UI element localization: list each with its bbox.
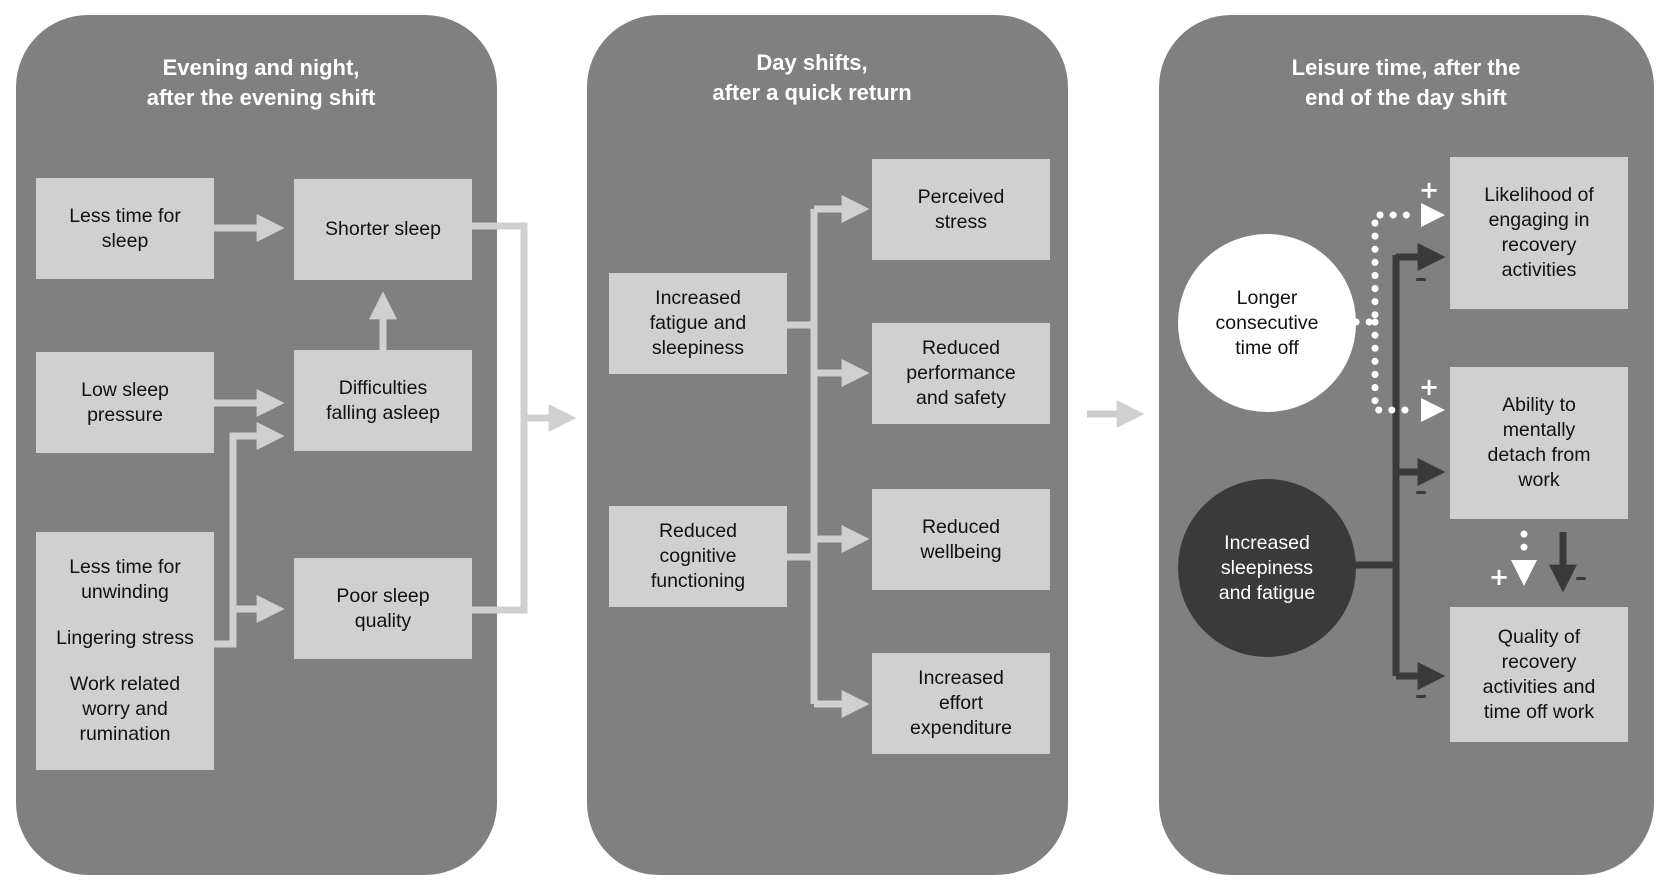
text-less-time-unwinding: Less time for unwinding: [69, 555, 181, 603]
panel-title-leisure: Leisure time, after the end of the day s…: [1291, 55, 1521, 110]
box-increased-effort: Increased effort expenditure: [872, 653, 1050, 754]
connector-shorter-to-out: [472, 222, 528, 614]
minus-sign-detach-quality: –: [1575, 563, 1587, 591]
panel-title-evening: Evening and night, after the evening shi…: [146, 55, 376, 110]
plus-sign-ability: +: [1419, 373, 1440, 401]
box-quality-recovery: Quality of recovery activities and time …: [1450, 607, 1628, 742]
text-lingering-stress: Lingering stress: [56, 626, 194, 649]
circle-longer-time-off: Longer consecutive time off: [1178, 234, 1356, 412]
dotted-arrowhead-ability: [1421, 398, 1445, 422]
panel-title-day-shifts: Day shifts, after a quick return: [712, 50, 912, 105]
box-difficulties-falling-asleep: Difficulties falling asleep: [294, 350, 472, 451]
minus-sign-quality: –: [1415, 681, 1427, 709]
box-perceived-stress: Perceived stress: [872, 159, 1050, 260]
arrow-stress-to-difficulties: [214, 422, 285, 648]
circle-increased-sleepiness: Increased sleepiness and fatigue: [1178, 479, 1356, 657]
dotted-longer-time-to-likelihood: [1352, 211, 1419, 326]
box-stress-factors: Less time for unwinding Lingering stress…: [36, 532, 214, 770]
text-work-worry: Work related worry and rumination: [69, 673, 181, 746]
plus-sign-likelihood: +: [1419, 176, 1440, 204]
box-increased-fatigue: Increased fatigue and sleepiness: [609, 273, 787, 374]
minus-sign-ability: –: [1415, 477, 1427, 505]
box-poor-sleep-quality: Poor sleep quality: [294, 558, 472, 659]
plus-sign-quality: +: [1489, 563, 1510, 591]
dotted-arrowhead-likelihood: [1421, 203, 1445, 227]
box-less-time-for-sleep: Less time for sleep: [36, 178, 214, 279]
minus-sign-likelihood: –: [1415, 264, 1427, 292]
dotted-arrowhead-quality: [1511, 560, 1537, 586]
box-shorter-sleep: Shorter sleep: [294, 179, 472, 280]
box-reduced-wellbeing: Reduced wellbeing: [872, 489, 1050, 590]
dotted-longer-time-to-ability: [1371, 318, 1419, 414]
box-ability-detach: Ability to mentally detach from work: [1450, 367, 1628, 519]
box-reduced-cognitive: Reduced cognitive functioning: [609, 506, 787, 607]
box-reduced-performance: Reduced performance and safety: [872, 323, 1050, 424]
box-low-sleep-pressure: Low sleep pressure: [36, 352, 214, 453]
box-likelihood-recovery: Likelihood of engaging in recovery activ…: [1450, 157, 1628, 309]
